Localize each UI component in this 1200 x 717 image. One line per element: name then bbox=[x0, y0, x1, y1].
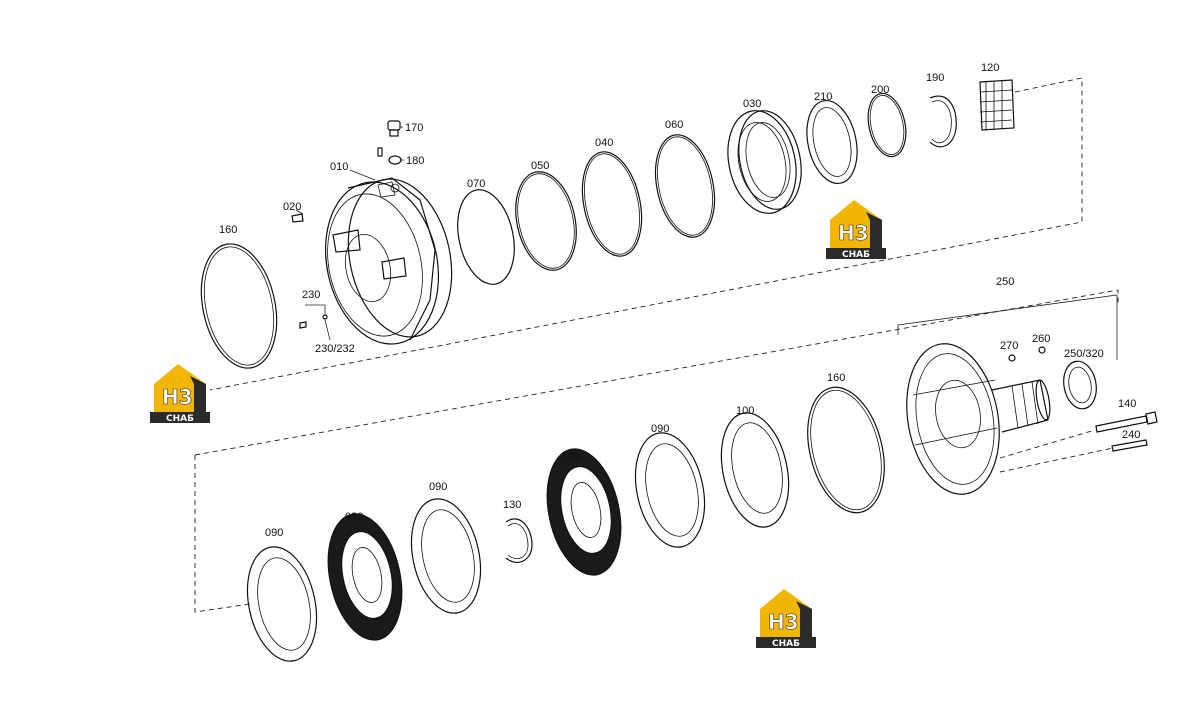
label-230-232: 230/232 bbox=[315, 343, 355, 355]
label-080-left: 080 bbox=[345, 511, 363, 523]
part-090-plate-left bbox=[246, 546, 318, 662]
part-labels: 170 010 180 020 160 230 230/232 070 050 … bbox=[219, 62, 1140, 539]
part-120-spring-carrier bbox=[979, 79, 1015, 131]
part-080-friction-disc-left bbox=[327, 513, 403, 641]
label-160-top: 160 bbox=[219, 224, 237, 236]
part-070-ring bbox=[457, 189, 515, 285]
leader-lines bbox=[295, 126, 404, 341]
label-130: 130 bbox=[503, 499, 521, 511]
part-260-plug bbox=[1038, 346, 1046, 354]
part-020-nipple bbox=[291, 213, 304, 223]
assembly-guide-lines bbox=[194, 77, 1119, 613]
part-230-plate bbox=[299, 321, 307, 329]
label-010: 010 bbox=[330, 161, 348, 173]
label-030: 030 bbox=[743, 98, 761, 110]
logo-caption: СНАБ bbox=[842, 250, 870, 260]
part-030-piston bbox=[727, 110, 802, 214]
label-050: 050 bbox=[531, 160, 549, 172]
part-080-friction-disc-right bbox=[546, 448, 622, 576]
watermark-logo-left: H3 СНАБ bbox=[150, 364, 210, 424]
label-140: 140 bbox=[1118, 398, 1136, 410]
part-090-plate-middle bbox=[410, 498, 482, 614]
part-100-disc bbox=[720, 412, 790, 528]
label-090-right: 090 bbox=[651, 423, 669, 435]
label-160-bottom: 160 bbox=[827, 372, 845, 384]
logo-letters: H3 bbox=[162, 385, 193, 409]
part-screw bbox=[377, 147, 383, 157]
label-020: 020 bbox=[283, 201, 301, 213]
part-160-o-ring bbox=[200, 243, 278, 369]
logo-house-shape bbox=[154, 364, 206, 412]
label-230: 230 bbox=[302, 289, 320, 301]
part-040-ring bbox=[581, 151, 643, 257]
part-250-320-ring bbox=[1063, 360, 1097, 410]
logo-house-shape bbox=[760, 589, 812, 637]
logo-house-shape bbox=[830, 200, 882, 248]
label-090-middle: 090 bbox=[429, 481, 447, 493]
label-260: 260 bbox=[1032, 333, 1050, 345]
label-080-right: 080 bbox=[563, 452, 581, 464]
watermark-logo-top-right: H3 СНАБ bbox=[826, 200, 886, 260]
part-090-plate-right bbox=[634, 432, 706, 548]
watermark-logo-bottom: H3 СНАБ bbox=[756, 589, 816, 649]
part-050-ring bbox=[515, 171, 577, 271]
label-270: 270 bbox=[1000, 340, 1018, 352]
label-170: 170 bbox=[405, 122, 423, 134]
part-250-output-hub bbox=[906, 343, 1051, 495]
part-200-ring bbox=[867, 92, 907, 158]
part-060-ring bbox=[654, 134, 716, 238]
logo-letters: H3 bbox=[838, 221, 869, 245]
part-140-bolt bbox=[1095, 411, 1158, 433]
label-120: 120 bbox=[981, 62, 999, 74]
part-190-snap-ring bbox=[929, 95, 957, 148]
part-240-pin bbox=[1111, 439, 1148, 452]
part-160-o-ring-lower bbox=[807, 386, 885, 514]
label-070: 070 bbox=[467, 178, 485, 190]
label-090-left: 090 bbox=[265, 527, 283, 539]
logo-letters: H3 bbox=[768, 610, 799, 634]
label-040: 040 bbox=[595, 137, 613, 149]
label-210: 210 bbox=[814, 91, 832, 103]
logo-caption: СНАБ bbox=[772, 639, 800, 649]
part-270-screw bbox=[1008, 354, 1016, 362]
label-240: 240 bbox=[1122, 429, 1140, 441]
part-010-housing bbox=[324, 177, 453, 345]
label-200: 200 bbox=[871, 84, 889, 96]
label-100: 100 bbox=[736, 405, 754, 417]
part-210-disc bbox=[806, 100, 858, 184]
label-250-320: 250/320 bbox=[1064, 348, 1104, 360]
part-232-ring bbox=[322, 314, 328, 320]
part-180-o-ring bbox=[388, 155, 402, 165]
label-250: 250 bbox=[996, 276, 1014, 288]
part-130-snap-ring bbox=[505, 518, 533, 563]
label-060: 060 bbox=[665, 119, 683, 131]
logo-caption: СНАБ bbox=[166, 414, 194, 424]
part-170-plug bbox=[387, 120, 401, 137]
label-180: 180 bbox=[406, 155, 424, 167]
label-190: 190 bbox=[926, 72, 944, 84]
